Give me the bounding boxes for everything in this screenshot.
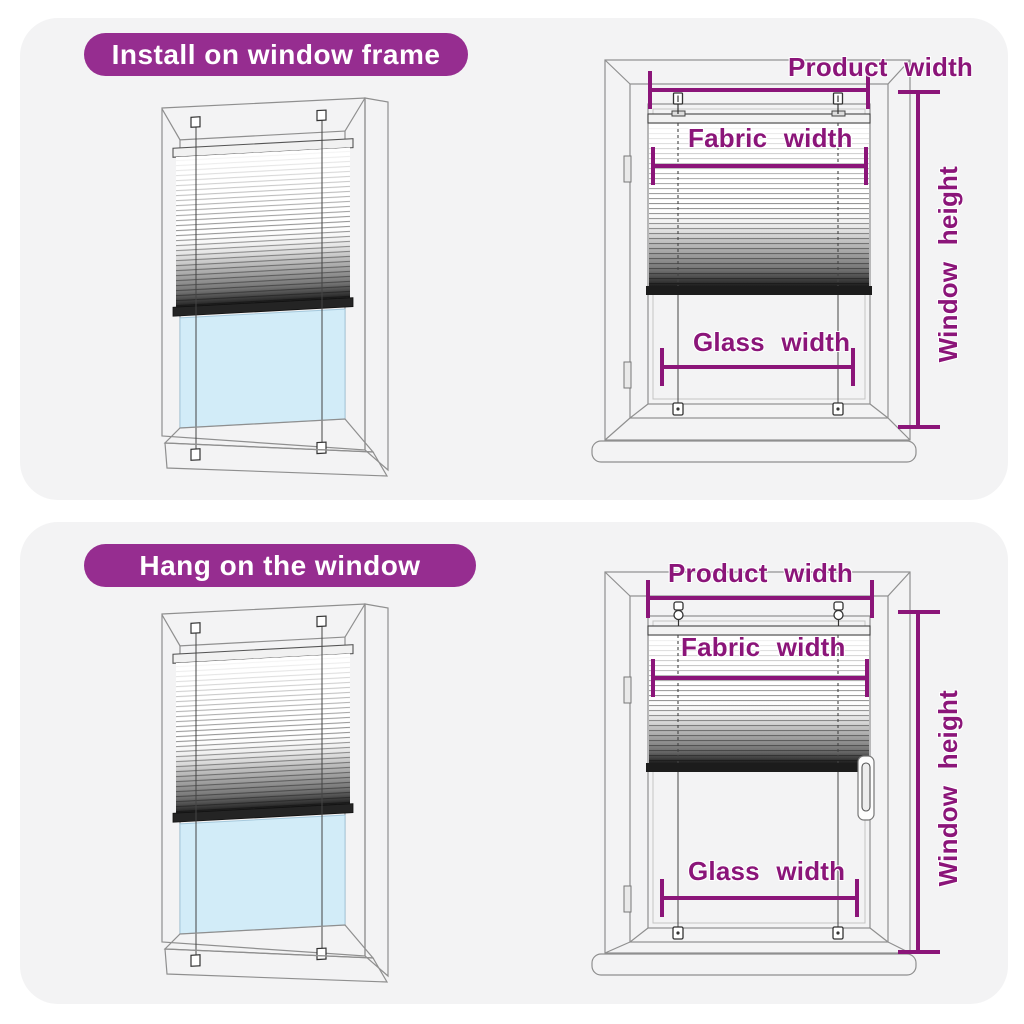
dimension-fabric-width — [651, 659, 869, 697]
wall-return — [364, 97, 389, 472]
hinge — [623, 155, 632, 183]
fabric-width-label: Fabric width — [688, 123, 853, 153]
mount-bracket-top — [316, 109, 327, 122]
bottom-rail — [646, 763, 872, 772]
glass-width-label: Glass width — [693, 327, 851, 357]
pleated-blind — [176, 147, 350, 308]
window-front-diagram-top — [591, 59, 940, 463]
window-3d-illustration-bottom — [161, 603, 389, 983]
dimension-product-width — [648, 71, 870, 109]
wall-return — [364, 603, 389, 978]
product-width-label: Product width — [668, 558, 854, 588]
window-frame — [161, 603, 366, 957]
window-height-label: Window height — [933, 166, 963, 363]
mount-bracket-bottom — [190, 954, 201, 967]
top-panel: Install on window frame — [20, 18, 1008, 500]
bottom-rail — [172, 803, 354, 823]
hook-bracket-top — [190, 622, 201, 634]
window-frame — [604, 59, 911, 441]
window-3d-illustration-top — [161, 97, 389, 477]
glass-pane — [179, 308, 346, 429]
dimension-glass-width — [660, 879, 859, 917]
mount-bracket-bottom — [672, 926, 844, 940]
window-frame — [161, 97, 366, 451]
mount-bracket-bottom — [316, 441, 327, 455]
headrail — [647, 113, 871, 124]
window-handle — [857, 755, 875, 821]
mount-bracket-bottom — [316, 947, 327, 961]
banner-hang-on-window: Hang on the window — [84, 544, 476, 587]
window-front-diagram-bottom — [591, 571, 940, 976]
hinge — [623, 885, 632, 913]
window-sill — [164, 442, 389, 477]
headrail — [647, 625, 871, 636]
banner-label: Hang on the window — [139, 549, 421, 581]
screw-bracket — [831, 92, 846, 117]
banner-install-on-frame: Install on window frame — [84, 33, 468, 76]
window-opening-perspective — [161, 603, 366, 967]
window-opening-perspective — [161, 97, 366, 461]
dimension-fabric-width — [651, 147, 868, 185]
hanging-hook — [833, 601, 844, 626]
glass-width-label: Glass width — [688, 856, 846, 886]
window-sill — [591, 440, 917, 463]
mount-bracket-bottom — [672, 402, 844, 416]
product-width-label: Product width — [788, 52, 974, 82]
bottom-rail — [646, 286, 872, 295]
window-frame — [604, 571, 911, 954]
screw-bracket — [671, 92, 686, 117]
dimension-glass-width — [660, 348, 855, 386]
mount-bracket-bottom — [190, 448, 201, 461]
window-sill — [591, 953, 917, 976]
dimension-window-height — [898, 90, 940, 429]
fabric-width-label: Fabric width — [681, 632, 846, 662]
pleated-blind — [649, 635, 869, 763]
banner-label: Install on window frame — [111, 38, 441, 70]
hook-bracket-top — [316, 615, 327, 628]
window-height-label: Window height — [933, 690, 963, 887]
hinge — [623, 361, 632, 389]
dimension-window-height — [898, 610, 940, 954]
window-sash — [629, 83, 889, 419]
hinge — [623, 676, 632, 704]
window-sill — [164, 948, 389, 983]
dimension-product-width — [646, 580, 874, 618]
glass-pane — [179, 814, 346, 935]
pleated-blind — [176, 653, 350, 814]
mount-bracket-top — [190, 116, 201, 128]
hanging-hook — [673, 601, 684, 626]
pleated-blind — [649, 123, 869, 286]
glass-pane — [647, 103, 871, 405]
bottom-rail — [172, 297, 354, 317]
bottom-panel: Hang on the window — [20, 522, 1008, 1004]
